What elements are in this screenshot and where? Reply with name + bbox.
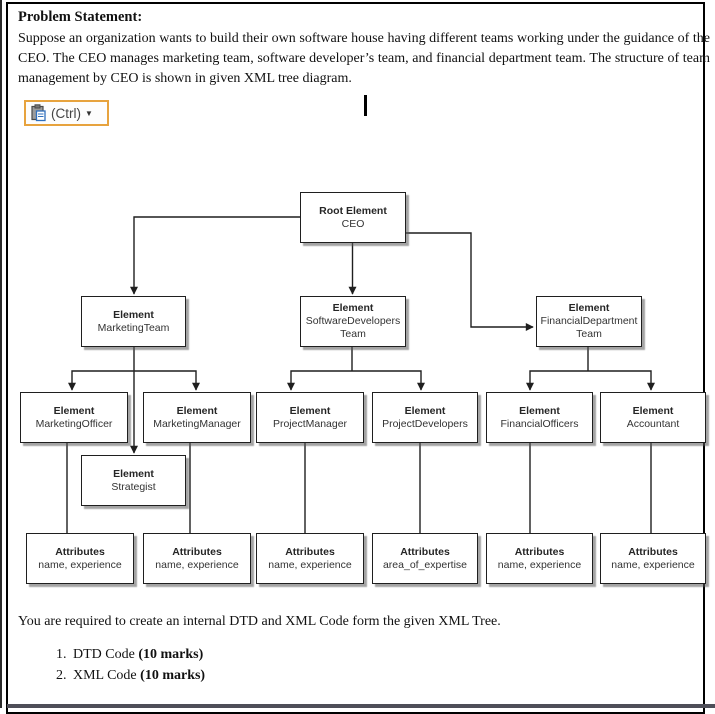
paste-options-button[interactable]: (Ctrl) ▼ bbox=[24, 100, 109, 126]
node-attributes-project-developers: Attributes area_of_expertise bbox=[372, 533, 478, 584]
task-text: XML Code bbox=[73, 668, 141, 683]
window-left-edge bbox=[0, 0, 2, 708]
node-attributes-project-manager: Attributes name, experience bbox=[256, 533, 364, 584]
node-attributes-marketing-officer: Attributes name, experience bbox=[26, 533, 134, 584]
task-list: 1. DTD Code (10 marks) 2. XML Code (10 m… bbox=[18, 644, 708, 686]
node-financial-officers: Element FinancialOfficers bbox=[486, 392, 593, 443]
node-strategist: Element Strategist bbox=[81, 455, 186, 506]
diagram-connectors bbox=[66, 216, 655, 533]
chevron-down-icon: ▼ bbox=[85, 108, 93, 118]
node-attributes-financial-officers: Attributes name, experience bbox=[486, 533, 593, 584]
task-item-dtd: 1. DTD Code (10 marks) bbox=[18, 644, 708, 665]
task-number: 2. bbox=[56, 668, 67, 683]
paste-options-label: (Ctrl) bbox=[51, 105, 81, 121]
node-marketing-officer: Element MarketingOfficer bbox=[20, 392, 128, 443]
closing-paragraph: You are required to create an internal D… bbox=[18, 614, 501, 629]
problem-statement-paragraph: Suppose an organization wants to build t… bbox=[18, 31, 710, 86]
node-marketing-manager: Element MarketingManager bbox=[143, 392, 251, 443]
task-text: DTD Code bbox=[73, 647, 139, 662]
document-cell[interactable]: Problem Statement: Suppose an organizati… bbox=[6, 2, 710, 714]
node-marketing-team: Element MarketingTeam bbox=[81, 296, 186, 347]
task-marks: (10 marks) bbox=[138, 647, 204, 662]
problem-statement-heading: Problem Statement: bbox=[18, 9, 143, 25]
node-project-developers: Element ProjectDevelopers bbox=[372, 392, 478, 443]
clipboard-paste-icon bbox=[30, 104, 47, 122]
node-financial-department-team: Element FinancialDepartment Team bbox=[536, 296, 642, 347]
node-attributes-marketing-manager: Attributes name, experience bbox=[143, 533, 251, 584]
node-root-ceo: Root Element CEO bbox=[300, 192, 406, 243]
node-attributes-accountant: Attributes name, experience bbox=[600, 533, 706, 584]
bottom-bar bbox=[7, 704, 715, 708]
node-software-developers-team: Element SoftwareDevelopers Team bbox=[300, 296, 406, 347]
text-cursor bbox=[364, 95, 367, 116]
task-item-xml: 2. XML Code (10 marks) bbox=[18, 665, 708, 686]
task-number: 1. bbox=[56, 647, 67, 662]
node-project-manager: Element ProjectManager bbox=[256, 392, 364, 443]
task-marks: (10 marks) bbox=[140, 668, 206, 683]
node-accountant: Element Accountant bbox=[600, 392, 706, 443]
